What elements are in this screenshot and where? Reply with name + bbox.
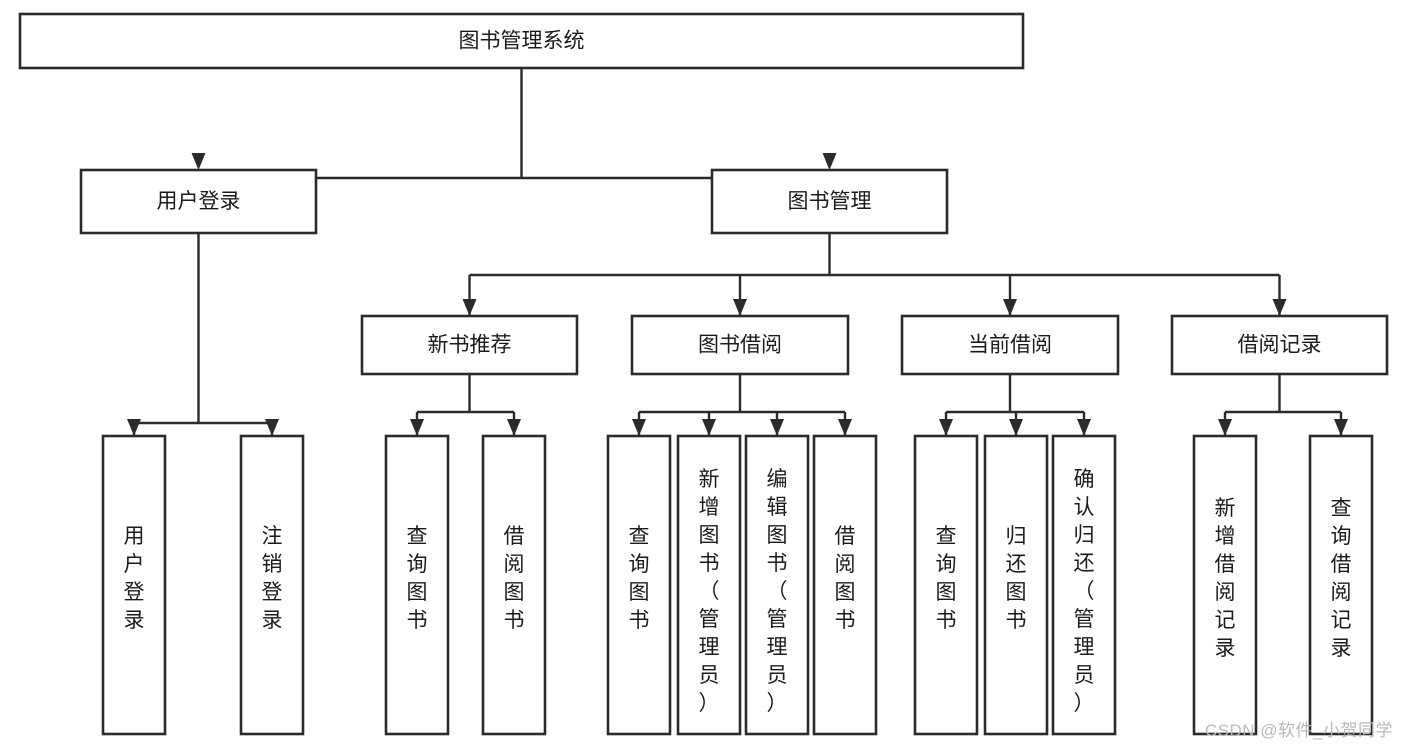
arrow-head-icon	[822, 153, 837, 170]
node-leaf-user-login[interactable]: 用户登录	[101, 434, 167, 736]
node-layer: 图书管理系统用户登录图书管理新书推荐图书借阅当前借阅借阅记录用户登录注销登录查询…	[18, 12, 1389, 736]
node-borrow-record[interactable]: 借阅记录	[1170, 314, 1389, 376]
node-box-root[interactable]	[18, 12, 1025, 70]
arrow-head-icon	[127, 419, 141, 436]
arrow-head-icon	[838, 419, 852, 436]
node-label-borrow-record: 借阅记录	[1238, 334, 1322, 357]
node-box-leaf-query-book-rec[interactable]	[384, 434, 450, 736]
node-box-leaf-add-borrow-record[interactable]	[1192, 434, 1258, 736]
node-label-leaf-add-book: 新增图书（管理员）	[699, 468, 720, 715]
node-label-leaf-user-login: 用户登录	[124, 525, 145, 632]
node-label-leaf-borrow-book-rec: 借阅图书	[504, 525, 525, 632]
node-label-leaf-query-book-borrow: 查询图书	[629, 525, 650, 632]
arrow-head-icon	[733, 299, 747, 316]
node-leaf-query-book-current[interactable]: 查询图书	[913, 434, 979, 736]
node-box-book-manage[interactable]	[710, 168, 949, 235]
node-current-borrow[interactable]: 当前借阅	[900, 314, 1120, 376]
connector-group-root	[191, 68, 837, 180]
node-box-leaf-user-logout[interactable]	[239, 434, 305, 736]
node-leaf-query-borrow-record[interactable]: 查询借阅记录	[1308, 434, 1374, 736]
arrow-head-icon	[1077, 419, 1091, 436]
node-label-book-manage: 图书管理	[788, 190, 872, 213]
node-leaf-query-book-rec[interactable]: 查询图书	[384, 434, 450, 736]
node-box-leaf-borrow-book-rec[interactable]	[481, 434, 547, 736]
node-label-root: 图书管理系统	[459, 30, 585, 53]
arrow-head-icon	[265, 419, 279, 436]
node-leaf-add-book[interactable]: 新增图书（管理员）	[676, 434, 742, 736]
arrow-head-icon	[1003, 299, 1017, 316]
node-box-leaf-add-book[interactable]	[676, 434, 742, 736]
node-leaf-confirm-return[interactable]: 确认归还（管理员）	[1051, 434, 1117, 736]
node-new-book-recommend[interactable]: 新书推荐	[360, 314, 579, 376]
node-box-leaf-query-book-current[interactable]	[913, 434, 979, 736]
connector-group-book-borrow	[632, 374, 852, 436]
arrow-head-icon	[1009, 419, 1023, 436]
node-leaf-query-book-borrow[interactable]: 查询图书	[606, 434, 672, 736]
arrow-head-icon	[507, 419, 521, 436]
arrow-head-icon	[1218, 419, 1232, 436]
node-label-leaf-edit-book: 编辑图书（管理员）	[767, 468, 788, 715]
arrow-head-icon	[191, 153, 206, 170]
arrow-head-icon	[632, 419, 646, 436]
node-box-user-login[interactable]	[79, 168, 318, 235]
node-box-leaf-query-borrow-record[interactable]	[1308, 434, 1374, 736]
node-leaf-borrow-book-rec[interactable]: 借阅图书	[481, 434, 547, 736]
arrow-head-icon	[1334, 419, 1348, 436]
node-label-current-borrow: 当前借阅	[968, 334, 1052, 357]
connector-group-current-borrow	[939, 374, 1091, 436]
node-label-leaf-add-borrow-record: 新增借阅记录	[1215, 497, 1236, 660]
node-box-leaf-confirm-return[interactable]	[1051, 434, 1117, 736]
node-label-leaf-confirm-return: 确认归还（管理员）	[1074, 468, 1095, 715]
node-label-book-borrow: 图书借阅	[698, 334, 782, 357]
node-box-leaf-user-login[interactable]	[101, 434, 167, 736]
node-label-leaf-user-logout: 注销登录	[262, 525, 283, 632]
node-leaf-return-book[interactable]: 归还图书	[983, 434, 1049, 736]
node-label-leaf-query-book-current: 查询图书	[936, 525, 957, 632]
node-label-new-book-recommend: 新书推荐	[428, 334, 512, 357]
node-box-new-book-recommend[interactable]	[360, 314, 579, 376]
node-box-leaf-borrow-book[interactable]	[812, 434, 878, 736]
node-label-leaf-query-borrow-record: 查询借阅记录	[1331, 497, 1352, 660]
arrow-head-icon	[702, 419, 716, 436]
node-leaf-borrow-book[interactable]: 借阅图书	[812, 434, 878, 736]
node-book-manage[interactable]: 图书管理	[710, 168, 949, 235]
node-user-login[interactable]: 用户登录	[79, 168, 318, 235]
node-box-leaf-return-book[interactable]	[983, 434, 1049, 736]
node-box-current-borrow[interactable]	[900, 314, 1120, 376]
connector-group-borrow-record	[1218, 374, 1348, 436]
arrow-head-icon	[770, 419, 784, 436]
node-label-leaf-query-book-rec: 查询图书	[407, 525, 428, 632]
node-book-borrow[interactable]: 图书借阅	[630, 314, 850, 376]
connector-group-new-book-recommend	[410, 374, 521, 436]
node-box-leaf-query-book-borrow[interactable]	[606, 434, 672, 736]
node-label-leaf-borrow-book: 借阅图书	[835, 525, 856, 632]
connector-group-user-login	[127, 233, 279, 436]
node-box-book-borrow[interactable]	[630, 314, 850, 376]
node-label-user-login: 用户登录	[157, 190, 241, 213]
connector-layer	[127, 68, 1348, 436]
arrow-head-icon	[1272, 299, 1287, 316]
node-box-borrow-record[interactable]	[1170, 314, 1389, 376]
node-leaf-add-borrow-record[interactable]: 新增借阅记录	[1192, 434, 1258, 736]
node-root[interactable]: 图书管理系统	[18, 12, 1025, 70]
node-label-leaf-return-book: 归还图书	[1006, 525, 1027, 632]
arrow-head-icon	[462, 299, 477, 316]
arrow-head-icon	[939, 419, 953, 436]
node-leaf-user-logout[interactable]: 注销登录	[239, 434, 305, 736]
arrow-head-icon	[410, 419, 424, 436]
connector-group-book-manage	[462, 233, 1287, 316]
node-leaf-edit-book[interactable]: 编辑图书（管理员）	[744, 434, 810, 736]
node-box-leaf-edit-book[interactable]	[744, 434, 810, 736]
